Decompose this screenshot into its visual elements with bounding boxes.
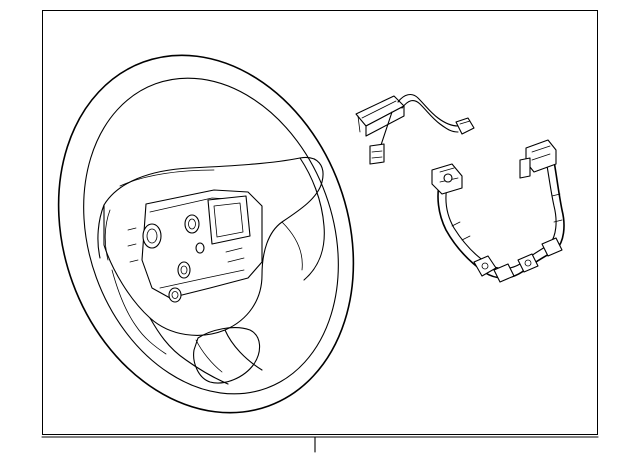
- harness-clip: [517, 253, 539, 273]
- harness-clip: [473, 255, 497, 277]
- hub-bolt: [195, 242, 205, 254]
- hub-bolt: [184, 214, 200, 234]
- harness-clip: [541, 237, 563, 257]
- hub-bolt: [142, 223, 162, 249]
- wiring-harness-icon: [431, 139, 565, 283]
- diagram-frame: [42, 10, 598, 435]
- harness-clip: [493, 263, 515, 283]
- clockspring-connector-icon: [355, 93, 475, 165]
- hub-bolt: [177, 261, 191, 279]
- steering-wheel-icon: [57, 54, 355, 414]
- hub-bolt: [168, 287, 182, 303]
